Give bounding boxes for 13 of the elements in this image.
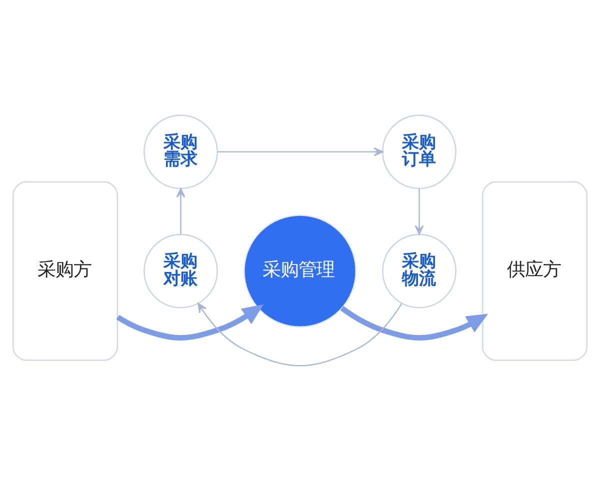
arrow — [340, 306, 488, 340]
arrow — [176, 187, 186, 234]
node-circle: 采购物流 — [382, 233, 456, 308]
node-circle: 采购管理 — [243, 214, 357, 328]
node-box: 采购方 — [12, 180, 118, 360]
node-box: 供应方 — [482, 180, 588, 360]
arrow — [218, 146, 384, 156]
arrow — [414, 188, 424, 234]
arrow — [198, 302, 402, 366]
node-circle: 采购订单 — [382, 114, 456, 188]
node-circle: 采购需求 — [144, 114, 218, 188]
arrow — [116, 304, 264, 340]
node-circle: 采购对账 — [144, 233, 218, 308]
